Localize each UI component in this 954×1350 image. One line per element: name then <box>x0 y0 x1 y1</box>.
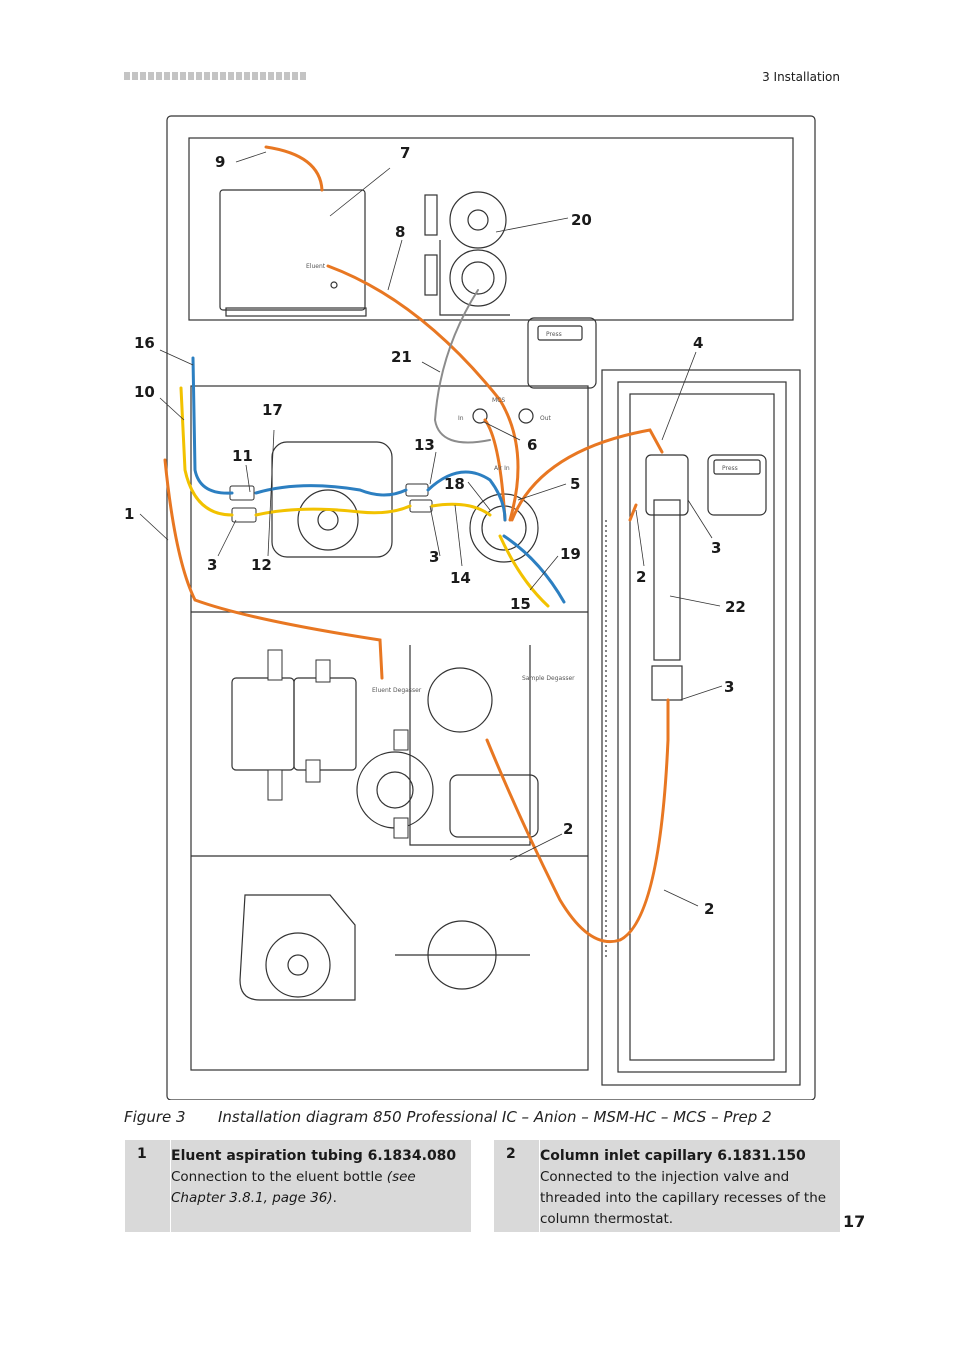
peristaltic-pump-1 <box>271 441 393 558</box>
figure-caption-text: Installation diagram 850 Professional IC… <box>218 1108 772 1126</box>
legend-description: Connected to the injection valve and thr… <box>540 1169 827 1227</box>
legend-item-2: 2 Column inlet capillary 6.1831.150 Conn… <box>494 1140 840 1232</box>
eluent-degasser-label: Eluent Degasser <box>372 687 422 694</box>
suppressor-module <box>231 677 295 771</box>
separation-column <box>653 499 681 661</box>
legend-title: Column inlet capillary 6.1831.150 <box>540 1148 806 1164</box>
callout-3-bottom: 3 <box>724 678 734 696</box>
callout-5: 5 <box>570 475 580 493</box>
callout-19: 19 <box>560 545 581 563</box>
callout-2-column: 2 <box>636 568 646 586</box>
callout-6: 6 <box>527 436 537 454</box>
callout-10: 10 <box>134 383 155 401</box>
valve-in-label: In <box>458 415 464 422</box>
press-box-right <box>707 454 767 516</box>
callout-3-column: 3 <box>711 539 721 557</box>
press-box-top <box>527 317 597 389</box>
legend-number: 1 <box>125 1140 171 1232</box>
callout-22: 22 <box>725 598 746 616</box>
tubing-8 <box>326 264 520 522</box>
callout-14: 14 <box>450 569 471 587</box>
eluent-label: Eluent <box>306 263 326 270</box>
ic-box <box>219 189 366 311</box>
callout-11: 11 <box>232 447 253 465</box>
column-head <box>645 454 689 516</box>
callout-21: 21 <box>391 348 412 366</box>
sample-degasser-label: Sample Degasser <box>522 675 575 682</box>
callout-3-mid: 3 <box>429 548 439 566</box>
callout-13: 13 <box>414 436 435 454</box>
figure-label: Figure 3 <box>124 1108 186 1126</box>
left-compartment <box>190 385 589 1071</box>
callout-4: 4 <box>693 334 703 352</box>
air-in-label: Air In <box>494 465 510 472</box>
press-label-2: Press <box>722 465 738 472</box>
peristaltic-pump-head <box>449 191 507 249</box>
column-thermostat <box>601 369 801 1086</box>
callout-8: 8 <box>395 223 405 241</box>
top-module <box>188 137 794 321</box>
callout-7: 7 <box>400 144 410 162</box>
header-decoration <box>124 72 306 80</box>
tubing-10 <box>179 386 234 517</box>
page-number: 17 <box>843 1212 866 1231</box>
legend-item-1: 1 Eluent aspiration tubing 6.1834.080 Co… <box>125 1140 471 1232</box>
callout-3-left: 3 <box>207 556 217 574</box>
header-section-title: 3 Installation <box>762 70 840 84</box>
legend-title: Eluent aspiration tubing 6.1834.080 <box>171 1148 457 1164</box>
mcs-label: MCS <box>492 397 505 404</box>
legend-description: Connection to the eluent bottle (see Cha… <box>171 1169 416 1206</box>
tubing-1 <box>163 458 384 680</box>
figure-caption: Figure 3 Installation diagram 850 Profess… <box>124 1108 772 1126</box>
instrument-frame <box>166 115 816 1100</box>
callout-20: 20 <box>571 211 592 229</box>
callout-1: 1 <box>124 505 134 523</box>
callout-12: 12 <box>251 556 272 574</box>
sample-degasser <box>449 774 539 838</box>
tubing-2 <box>485 698 670 944</box>
legend-number: 2 <box>494 1140 540 1232</box>
callout-2-valve: 2 <box>563 820 573 838</box>
callout-2-right: 2 <box>704 900 714 918</box>
tubing-21 <box>433 289 491 444</box>
tubing-16 <box>191 356 234 495</box>
callout-16: 16 <box>134 334 155 352</box>
press-label-1: Press <box>546 331 562 338</box>
installation-diagram: Eluent In Out Air In Press Press MCS Elu… <box>124 115 816 1100</box>
callout-15: 15 <box>510 595 531 613</box>
callout-9: 9 <box>215 153 225 171</box>
valve-out-label: Out <box>540 415 552 422</box>
peristaltic-pump-2 <box>239 894 356 1001</box>
callout-17: 17 <box>262 401 283 419</box>
callout-18: 18 <box>444 475 465 493</box>
tubing-9 <box>264 145 324 192</box>
